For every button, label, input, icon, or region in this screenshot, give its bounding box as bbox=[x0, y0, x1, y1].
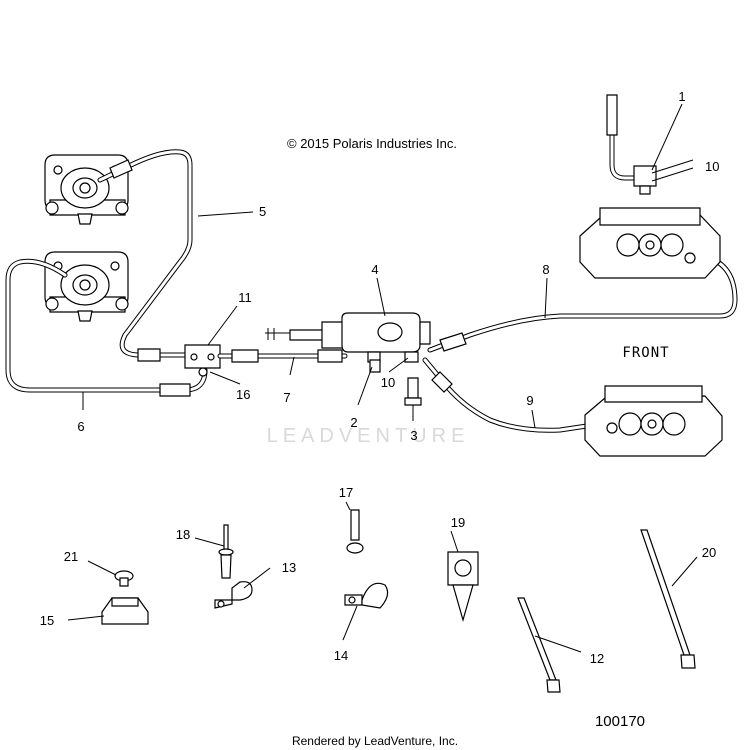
clamp-13 bbox=[214, 581, 253, 609]
screw-21 bbox=[114, 570, 134, 587]
front-lower-caliper bbox=[584, 385, 723, 457]
copyright-text: © 2015 Polaris Industries Inc. bbox=[287, 136, 457, 151]
callout-19: 19 bbox=[451, 515, 465, 530]
callout-2: 2 bbox=[350, 415, 357, 430]
callout-8: 8 bbox=[542, 262, 549, 277]
brake-hose-6 bbox=[5, 258, 208, 397]
front-label: FRONT bbox=[622, 345, 669, 361]
callout-4: 4 bbox=[371, 262, 378, 277]
callout-21: 21 bbox=[64, 549, 78, 564]
brake-hose-7 bbox=[217, 349, 348, 363]
callout-9: 9 bbox=[526, 393, 533, 408]
brake-hose-5 bbox=[97, 149, 193, 362]
clamp-14 bbox=[344, 582, 389, 609]
callout-labels: 1 10 4 5 8 11 16 7 10 2 3 9 6 17 18 19 2… bbox=[40, 89, 720, 666]
brake-hose-8 bbox=[427, 252, 738, 353]
clip-15 bbox=[101, 597, 149, 625]
watermark-text: LEADVENTURE bbox=[267, 425, 470, 447]
leader-lines bbox=[67, 103, 698, 653]
rear-upper-caliper bbox=[44, 154, 129, 225]
rear-lower-caliper bbox=[44, 251, 129, 322]
brake-line-1 bbox=[606, 94, 657, 195]
callout-13: 13 bbox=[282, 560, 296, 575]
callout-18: 18 bbox=[176, 527, 190, 542]
callout-15: 15 bbox=[40, 613, 54, 628]
rivet-18 bbox=[218, 524, 234, 579]
bolt-17 bbox=[346, 509, 364, 554]
rendered-by-footer: Rendered by LeadVenture, Inc. bbox=[292, 734, 458, 748]
figure-number: 100170 bbox=[595, 713, 645, 730]
callout-6: 6 bbox=[77, 419, 84, 434]
cable-tie-12 bbox=[517, 597, 561, 693]
front-upper-caliper bbox=[579, 207, 721, 279]
callout-7: 7 bbox=[283, 390, 290, 405]
callout-17: 17 bbox=[339, 485, 353, 500]
callout-10-lower: 10 bbox=[381, 375, 395, 390]
callout-14: 14 bbox=[334, 648, 348, 663]
callout-5: 5 bbox=[259, 204, 266, 219]
master-cylinder-4 bbox=[265, 312, 431, 363]
bolt-2 bbox=[369, 359, 381, 373]
callout-11: 11 bbox=[238, 290, 252, 305]
clip-19 bbox=[447, 551, 479, 623]
tee-fitting-11 bbox=[184, 344, 221, 377]
callout-16: 16 bbox=[236, 387, 250, 402]
callout-3: 3 bbox=[410, 428, 417, 443]
callout-10-upper: 10 bbox=[705, 159, 719, 174]
banjo-bolt-3 bbox=[404, 377, 422, 406]
callout-20: 20 bbox=[702, 545, 716, 560]
cable-tie-20 bbox=[640, 529, 696, 669]
callout-1: 1 bbox=[678, 89, 685, 104]
callout-12: 12 bbox=[590, 651, 604, 666]
